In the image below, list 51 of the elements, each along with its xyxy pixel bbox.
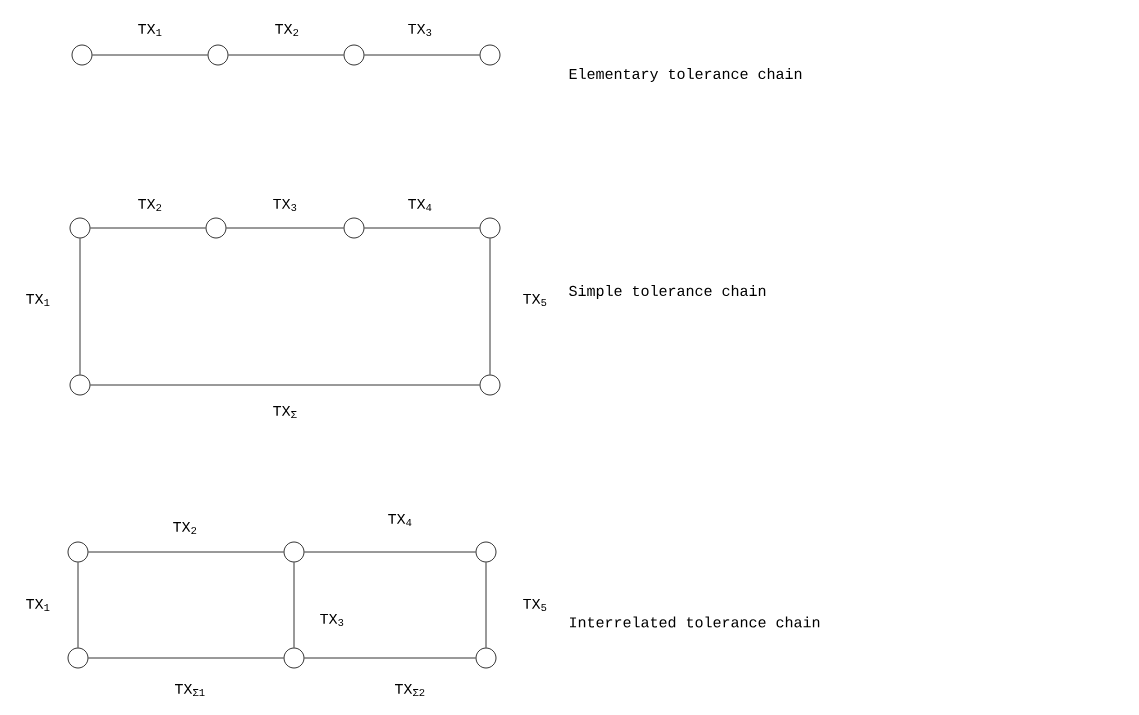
circle-node [283, 541, 305, 563]
edge-label: TX$_{Σ2}$ [395, 684, 425, 697]
circle-node [283, 647, 305, 669]
chain-caption: Simple tolerance chain [569, 285, 766, 299]
connector-line [79, 238, 81, 375]
circle-node [69, 217, 91, 239]
circle-node [343, 217, 365, 239]
connector-line [485, 562, 487, 648]
circle-node [67, 647, 89, 669]
edge-label: TX$_{4}$ [388, 514, 412, 527]
connector-line [77, 562, 79, 648]
edge-label: TX$_{3}$ [273, 198, 297, 212]
connector-line [304, 551, 476, 553]
circle-node [343, 44, 365, 66]
edge-label: TX$_{Σ}$ [273, 406, 297, 419]
connector-line [364, 54, 480, 56]
edge-label: TX$_{1}$ [26, 599, 50, 612]
connector-line [88, 657, 284, 659]
connector-line [228, 54, 344, 56]
circle-node [479, 44, 501, 66]
edge-label: TX$_{4}$ [408, 199, 432, 211]
connector-line [364, 227, 480, 229]
edge-label: TX$_{2}$ [173, 522, 197, 535]
edge-label: TX$_{3}$ [408, 23, 432, 37]
connector-line [90, 384, 480, 386]
connector-line [88, 551, 284, 553]
circle-node [205, 217, 227, 239]
edge-label: TX$_{5}$ [523, 598, 547, 612]
edge-label: TX$_{5}$ [523, 293, 547, 307]
circle-node [67, 541, 89, 563]
edge-label: TX$_{3}$ [320, 613, 344, 627]
connector-line [489, 238, 491, 375]
connector-line [304, 657, 476, 659]
edge-label: TX$_{1}$ [26, 294, 50, 306]
connector-line [92, 54, 208, 56]
connector-line [90, 227, 206, 229]
connector-line [226, 227, 344, 229]
chain-caption: Elementary tolerance chain [569, 68, 802, 82]
circle-node [475, 647, 497, 669]
circle-node [207, 44, 229, 66]
edge-label: TX$_{2}$ [275, 24, 299, 36]
circle-node [71, 44, 93, 66]
circle-node [475, 541, 497, 563]
circle-node [479, 217, 501, 239]
connector-line [293, 562, 295, 648]
edge-label: TX$_{2}$ [138, 199, 162, 211]
chain-caption: Interrelated tolerance chain [570, 616, 820, 628]
edge-label: TX$_{Σ1}$ [175, 684, 205, 697]
circle-node [479, 374, 501, 396]
edge-label: TX$_{1}$ [138, 24, 162, 36]
circle-node [69, 374, 91, 396]
